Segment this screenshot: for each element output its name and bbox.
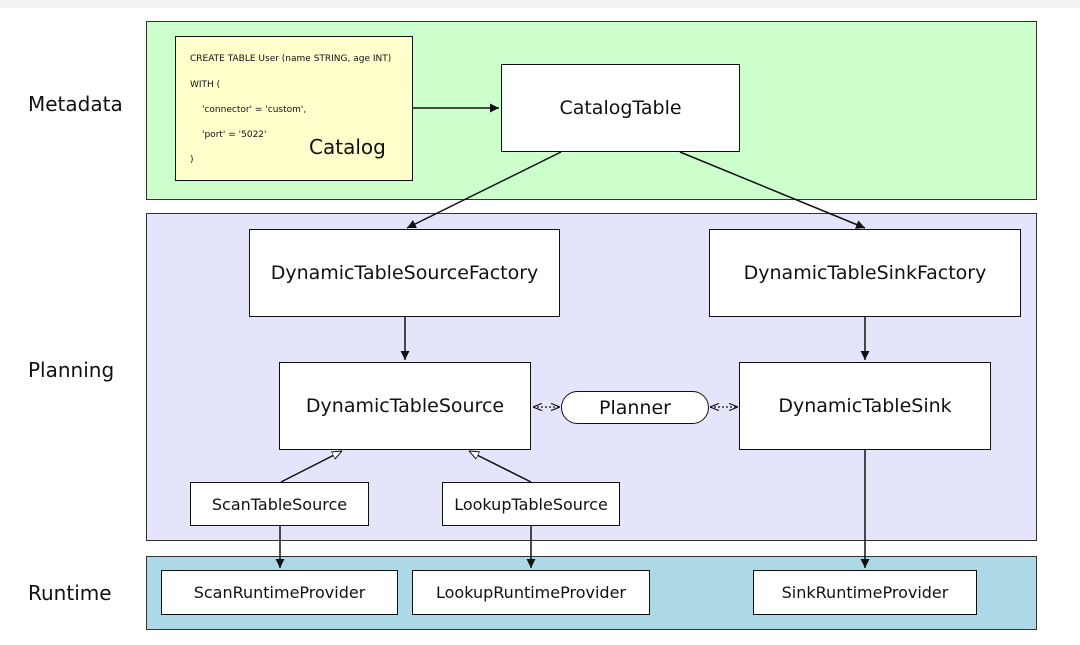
catalog-table-box: CatalogTable [501, 64, 740, 152]
lookup-runtime-provider-box: LookupRuntimeProvider [412, 570, 650, 615]
scan-table-source-box: ScanTableSource [190, 482, 369, 526]
catalog-sql-box: CREATE TABLE User (name STRING, age INT)… [175, 36, 413, 181]
layer-label-runtime: Runtime [28, 581, 112, 605]
sql-line-2: WITH ( [190, 80, 221, 90]
edge-catalog-table-to-source-factory [406, 151, 562, 229]
top-bar [0, 0, 1080, 8]
sink-runtime-provider-box: SinkRuntimeProvider [753, 570, 977, 615]
sql-line-1: CREATE TABLE User (name STRING, age INT) [190, 54, 392, 64]
sql-line-3: 'connector' = 'custom', [202, 105, 307, 115]
edge-lookup-source-inherits [469, 450, 532, 483]
edge-catalog-table-to-sink-factory [679, 151, 866, 229]
dynamic-table-source-box: DynamicTableSource [279, 362, 531, 450]
lookup-table-source-box: LookupTableSource [442, 482, 620, 526]
planner-node: Planner [561, 391, 709, 424]
sql-line-4: 'port' = '5022' [202, 130, 267, 140]
source-factory-box: DynamicTableSourceFactory [249, 229, 560, 317]
sink-factory-box: DynamicTableSinkFactory [709, 229, 1021, 317]
layer-label-planning: Planning [28, 358, 115, 382]
dynamic-table-sink-box: DynamicTableSink [739, 362, 991, 450]
catalog-label: Catalog [309, 135, 386, 159]
scan-runtime-provider-box: ScanRuntimeProvider [161, 570, 398, 615]
layer-label-metadata: Metadata [28, 92, 123, 116]
sql-line-5: ) [190, 155, 194, 165]
edge-scan-source-inherits [280, 450, 342, 483]
